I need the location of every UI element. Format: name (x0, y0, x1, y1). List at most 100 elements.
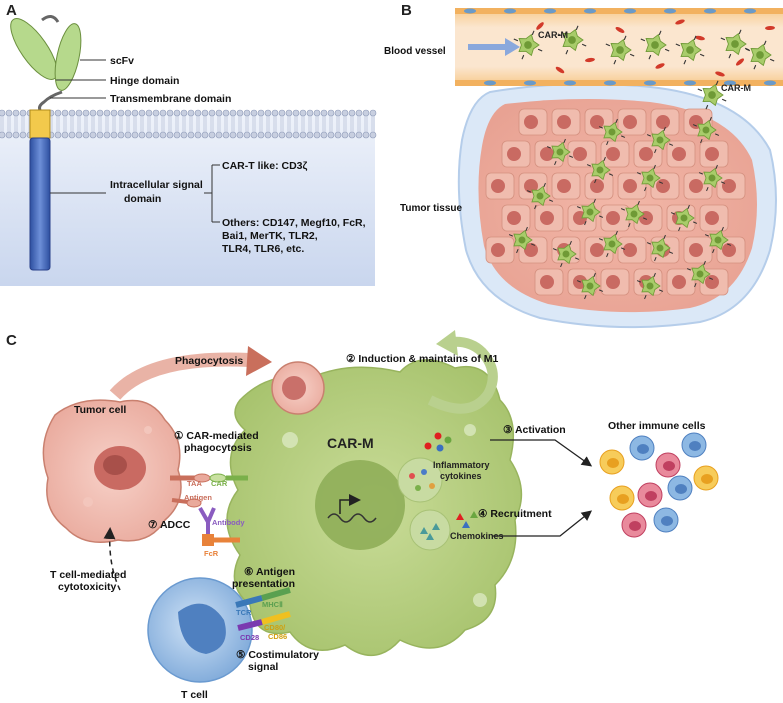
car-m-receptor (705, 104, 709, 110)
car-m-receptor (552, 248, 557, 251)
car-m-receptor (609, 173, 614, 176)
lipid-head (138, 131, 146, 139)
car-m-receptor (693, 35, 697, 41)
lipid-head (257, 131, 265, 139)
car-m-cell (508, 226, 536, 254)
car-m-cell (636, 272, 664, 300)
blood-vessel-label: Blood vessel (384, 46, 446, 57)
lipid-head (320, 131, 328, 139)
secreted-cytokine (424, 442, 432, 450)
car-m-core (656, 244, 664, 252)
car-m-receptor (636, 172, 641, 175)
car-m-receptor (575, 257, 580, 260)
lipid-head (278, 109, 286, 117)
lipid-head (173, 131, 181, 139)
car-m-receptor (531, 30, 535, 36)
cd80-label: CD80/ (264, 623, 286, 632)
car-m-receptor (637, 200, 640, 205)
lipid-head (180, 131, 188, 139)
car-m-receptor (560, 263, 563, 268)
car-m-receptor (694, 283, 697, 288)
cd28-label: CD28 (240, 633, 259, 642)
transmembrane-label: Transmembrane domain (110, 93, 231, 105)
endothelial-nucleus (684, 80, 696, 86)
tissue-tumor-nucleus (705, 147, 719, 161)
tissue-tumor-nucleus (689, 179, 703, 193)
lipid-head (166, 109, 174, 117)
car-m-cell (552, 240, 580, 268)
car-m-core (568, 36, 576, 44)
red-blood-cell (555, 66, 565, 74)
chemokines-label: Chemokines (450, 531, 504, 541)
car-m-receptor (537, 48, 543, 52)
car-m-receptor (721, 226, 724, 231)
endothelial-nucleus (524, 80, 536, 86)
tumor-tissue-label: Tumor tissue (400, 203, 462, 214)
secreted-cytokine (434, 432, 442, 440)
lipid-head (215, 131, 223, 139)
lipid-head (12, 131, 20, 139)
hinge-domain (38, 15, 63, 111)
lipid-head (5, 131, 13, 139)
secreted-cytokine (444, 436, 452, 444)
other-immune-label: Other immune cells (608, 420, 706, 432)
tissue-tumor-nucleus (656, 179, 670, 193)
lipid-head (166, 131, 174, 139)
car-m-receptor (699, 53, 705, 57)
lipid-head (110, 109, 118, 117)
lipid-head (285, 109, 293, 117)
car-m-cell (526, 182, 554, 210)
lipid-head (355, 109, 363, 117)
lipid-head (257, 109, 265, 117)
lipid-head (243, 109, 251, 117)
car-m-receptor (653, 272, 656, 277)
lipid-head (208, 109, 216, 117)
tcell-cytotox-label-2: cytotoxicity (58, 581, 117, 593)
car-m-receptor (636, 280, 641, 283)
tissue-tumor-nucleus (623, 179, 637, 193)
car-m-receptor (621, 247, 626, 250)
lipid-head (341, 131, 349, 139)
car-m-cell (704, 226, 732, 254)
car-m-receptor (712, 249, 715, 254)
tumor-vesicle (83, 497, 93, 507)
lipid-head (110, 131, 118, 139)
car-m-core (680, 214, 688, 222)
lipid-head (194, 109, 202, 117)
car-m-core (608, 240, 616, 248)
tissue-tumor-nucleus (689, 243, 703, 257)
car-m-receptor (700, 139, 703, 144)
red-blood-cell (536, 22, 544, 30)
car-m-cell (720, 29, 750, 59)
endothelial-nucleus (604, 80, 616, 86)
antibody-label: Antibody (212, 518, 245, 527)
car-m-receptor (526, 190, 531, 193)
costim-label-2: signal (248, 661, 278, 673)
car-m-receptor (565, 49, 569, 55)
red-blood-cell (715, 71, 725, 77)
lipid-head (362, 131, 370, 139)
tissue-tumor-nucleus (705, 275, 719, 289)
lipid-head (82, 131, 90, 139)
lipid-head (187, 109, 195, 117)
t-cell-nucleus (178, 603, 226, 654)
lipid-head (229, 131, 237, 139)
red-blood-cell (765, 25, 775, 31)
car-label: CAR (211, 479, 228, 488)
car-m-receptor (598, 238, 603, 241)
secreted-chemokine (470, 511, 478, 518)
car-m-receptor (546, 146, 551, 149)
inflammatory-label-1: Inflammatory (433, 460, 490, 470)
car-m-receptor (623, 35, 627, 41)
car-m-receptor (654, 257, 657, 262)
lipid-head (264, 131, 272, 139)
car-m-receptor (669, 143, 674, 146)
car-m-receptor (599, 215, 604, 218)
endothelial-nucleus (644, 80, 656, 86)
lipid-head (131, 109, 139, 117)
lipid-head (68, 109, 76, 117)
macrophage-nucleus (315, 460, 405, 550)
tissue-tumor-nucleus (524, 115, 538, 129)
car-m-receptor (615, 230, 618, 235)
car-m-cell (698, 164, 726, 192)
